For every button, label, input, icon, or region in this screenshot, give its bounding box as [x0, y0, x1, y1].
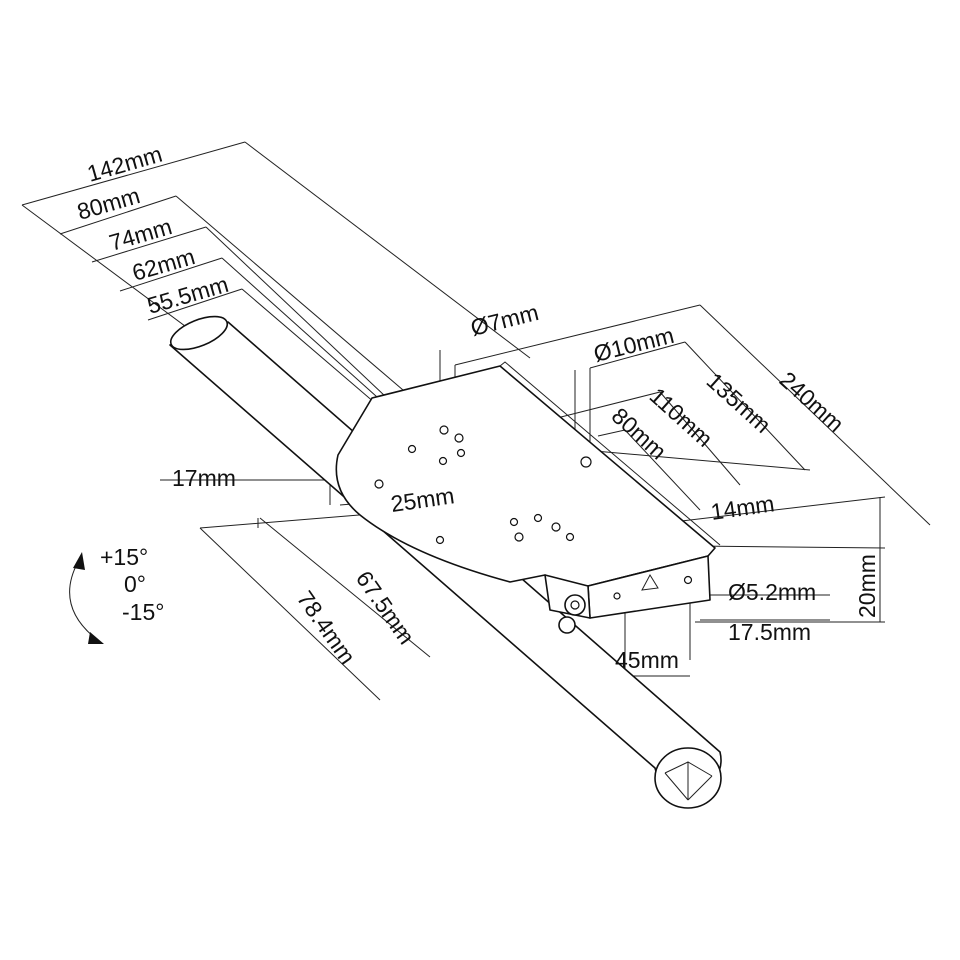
dim-74mm: 74mm [106, 213, 175, 256]
plate-holes [374, 425, 693, 600]
dim-17mm: 17mm [172, 465, 236, 491]
tilt-arrow [69, 552, 104, 644]
dim-78-4mm: 78.4mm [292, 586, 361, 669]
mounting-plate [335, 361, 721, 634]
tilt-minus-15: -15° [122, 599, 164, 625]
dim-17-5mm: 17.5mm [728, 619, 811, 645]
dim-20mm: 20mm [854, 554, 880, 618]
tilt-zero: 0° [124, 571, 146, 597]
dim-240mm: 240mm [775, 366, 849, 437]
dim-14mm: 14mm [709, 490, 776, 525]
top-width-dimension-lines [21, 141, 531, 491]
dim-45mm: 45mm [615, 647, 679, 673]
dim-hole-7mm: Ø7mm [468, 299, 541, 341]
tilt-plus-15: +15° [100, 544, 148, 570]
dim-62mm: 62mm [129, 243, 198, 286]
dim-hole-5-2mm: Ø5.2mm [728, 579, 816, 605]
dim-142mm: 142mm [84, 141, 165, 187]
dim-67-5mm: 67.5mm [351, 566, 420, 649]
